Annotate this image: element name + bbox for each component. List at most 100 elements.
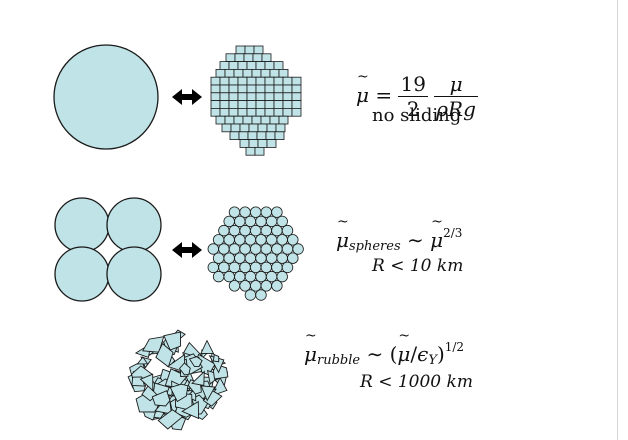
block	[254, 146, 265, 156]
block	[219, 76, 230, 86]
small-sphere	[244, 234, 257, 246]
block	[264, 61, 275, 70]
small-sphere	[249, 206, 262, 218]
small-sphere	[265, 234, 278, 246]
block	[210, 100, 221, 109]
four-spheres	[54, 197, 162, 302]
block	[255, 100, 266, 109]
small-sphere	[260, 280, 273, 292]
block	[273, 61, 284, 70]
block	[237, 92, 248, 102]
small-sphere	[244, 270, 257, 283]
small-sphere	[212, 252, 225, 264]
block	[266, 123, 277, 133]
note-no-sliding: no sliding	[372, 105, 462, 126]
block	[251, 69, 262, 78]
small-sphere	[271, 280, 283, 292]
small-sphere	[228, 206, 241, 218]
block	[255, 76, 266, 86]
block	[233, 69, 244, 78]
block	[237, 61, 248, 70]
sphere-packing	[207, 206, 304, 301]
small-sphere	[223, 252, 235, 264]
block	[264, 108, 275, 117]
block	[230, 123, 241, 133]
small-sphere	[218, 261, 230, 274]
small-sphere	[260, 224, 273, 237]
small-sphere	[249, 243, 262, 255]
small-sphere	[271, 261, 283, 274]
block	[229, 131, 240, 141]
small-sphere	[255, 215, 267, 228]
small-sphere	[223, 270, 235, 283]
block	[219, 108, 230, 117]
small-sphere	[249, 261, 262, 274]
small-sphere	[292, 243, 304, 255]
small-sphere	[249, 280, 262, 292]
monolith-circle	[53, 44, 159, 150]
small-sphere	[271, 224, 283, 237]
note-radius-10km: R < 10 km	[372, 256, 464, 276]
small-sphere	[281, 261, 294, 274]
block	[255, 92, 266, 102]
block	[273, 76, 284, 86]
block	[260, 115, 271, 125]
block	[215, 115, 226, 125]
block	[233, 115, 244, 125]
small-sphere	[244, 252, 257, 264]
rubble-fragment	[136, 356, 149, 365]
block	[239, 123, 250, 133]
block	[256, 131, 267, 141]
block	[255, 108, 266, 117]
small-sphere	[260, 243, 273, 255]
block	[264, 76, 275, 86]
small-sphere	[212, 234, 225, 246]
block	[273, 92, 284, 102]
block	[264, 84, 275, 94]
block	[228, 61, 239, 70]
rubble-fragment	[210, 376, 228, 397]
rubble-fragment	[151, 390, 171, 407]
small-sphere	[234, 252, 246, 264]
small-sphere	[234, 215, 246, 228]
small-sphere	[234, 270, 246, 283]
small-sphere	[255, 234, 267, 246]
small-sphere	[255, 252, 267, 264]
block	[225, 53, 236, 62]
block	[239, 139, 250, 148]
block	[282, 76, 293, 86]
double-arrow-1	[172, 89, 202, 105]
block	[219, 100, 230, 109]
block	[264, 100, 275, 109]
small-sphere	[276, 252, 288, 264]
small-sphere	[244, 289, 257, 301]
block	[255, 84, 266, 94]
block	[234, 53, 245, 62]
block	[246, 61, 257, 70]
small-sphere	[212, 270, 225, 283]
small-sphere	[287, 234, 299, 246]
block	[275, 123, 286, 133]
rubble-fragment	[188, 356, 203, 368]
block	[246, 108, 257, 117]
block	[228, 92, 239, 102]
rubble-fragment	[202, 389, 223, 407]
small-sphere	[260, 206, 273, 218]
block	[237, 76, 248, 86]
small-sphere	[239, 206, 251, 218]
sphere-bottom-left	[54, 246, 110, 302]
block	[237, 100, 248, 109]
small-sphere	[265, 215, 278, 228]
small-sphere	[244, 215, 257, 228]
block	[269, 69, 280, 78]
block	[246, 92, 257, 102]
block	[269, 115, 280, 125]
block	[210, 92, 221, 102]
block	[266, 139, 277, 148]
block	[224, 69, 235, 78]
block	[264, 92, 275, 102]
small-sphere	[207, 243, 220, 255]
block	[242, 115, 253, 125]
block	[219, 61, 230, 70]
rubble-fragment	[157, 409, 184, 430]
